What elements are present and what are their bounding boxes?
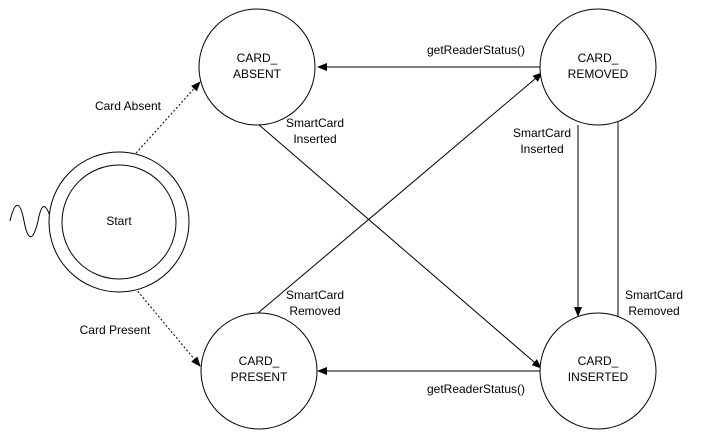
state-start-label: Start xyxy=(106,214,132,228)
state-card-absent: CARD_ ABSENT xyxy=(198,8,316,126)
state-card-inserted: CARD_ INSERTED xyxy=(539,312,657,430)
arrow-start-to-absent xyxy=(127,81,201,163)
state-card-inserted-label-line2: INSERTED xyxy=(568,370,629,384)
label-get-reader-status-top: getReaderStatus() xyxy=(427,43,525,57)
state-start: Start xyxy=(48,151,190,293)
label-get-reader-status-bottom: getReaderStatus() xyxy=(427,382,525,396)
label-card-absent: Card Absent xyxy=(95,99,162,113)
label-smartcard-removed-inserted-line1: SmartCard xyxy=(625,288,683,302)
label-card-present: Card Present xyxy=(80,323,151,337)
arrow-present-to-removed xyxy=(257,72,543,314)
state-card-present-label-line1: CARD_ xyxy=(239,354,280,368)
state-card-absent-label-line1: CARD_ xyxy=(237,51,278,65)
state-card-removed-label-line2: REMOVED xyxy=(568,67,629,81)
label-smartcard-inserted-absent-line2: Inserted xyxy=(293,132,336,146)
arrow-absent-to-inserted xyxy=(257,123,542,369)
label-smartcard-inserted-removed-line1: SmartCard xyxy=(513,126,571,140)
label-smartcard-removed-inserted-line2: Removed xyxy=(628,304,679,318)
label-smartcard-inserted-removed-line2: Inserted xyxy=(520,142,563,156)
state-card-removed-label-line1: CARD_ xyxy=(578,51,619,65)
label-smartcard-removed-present-line1: SmartCard xyxy=(286,288,344,302)
state-card-present: CARD_ PRESENT xyxy=(200,312,318,430)
state-card-inserted-label-line1: CARD_ xyxy=(578,354,619,368)
state-card-removed: CARD_ REMOVED xyxy=(539,8,657,126)
label-smartcard-inserted-absent-line1: SmartCard xyxy=(286,116,344,130)
label-smartcard-removed-present-line2: Removed xyxy=(289,304,340,318)
state-card-absent-label-line2: ABSENT xyxy=(233,67,282,81)
entry-squiggle xyxy=(9,204,51,238)
state-card-present-label-line2: PRESENT xyxy=(231,370,288,384)
